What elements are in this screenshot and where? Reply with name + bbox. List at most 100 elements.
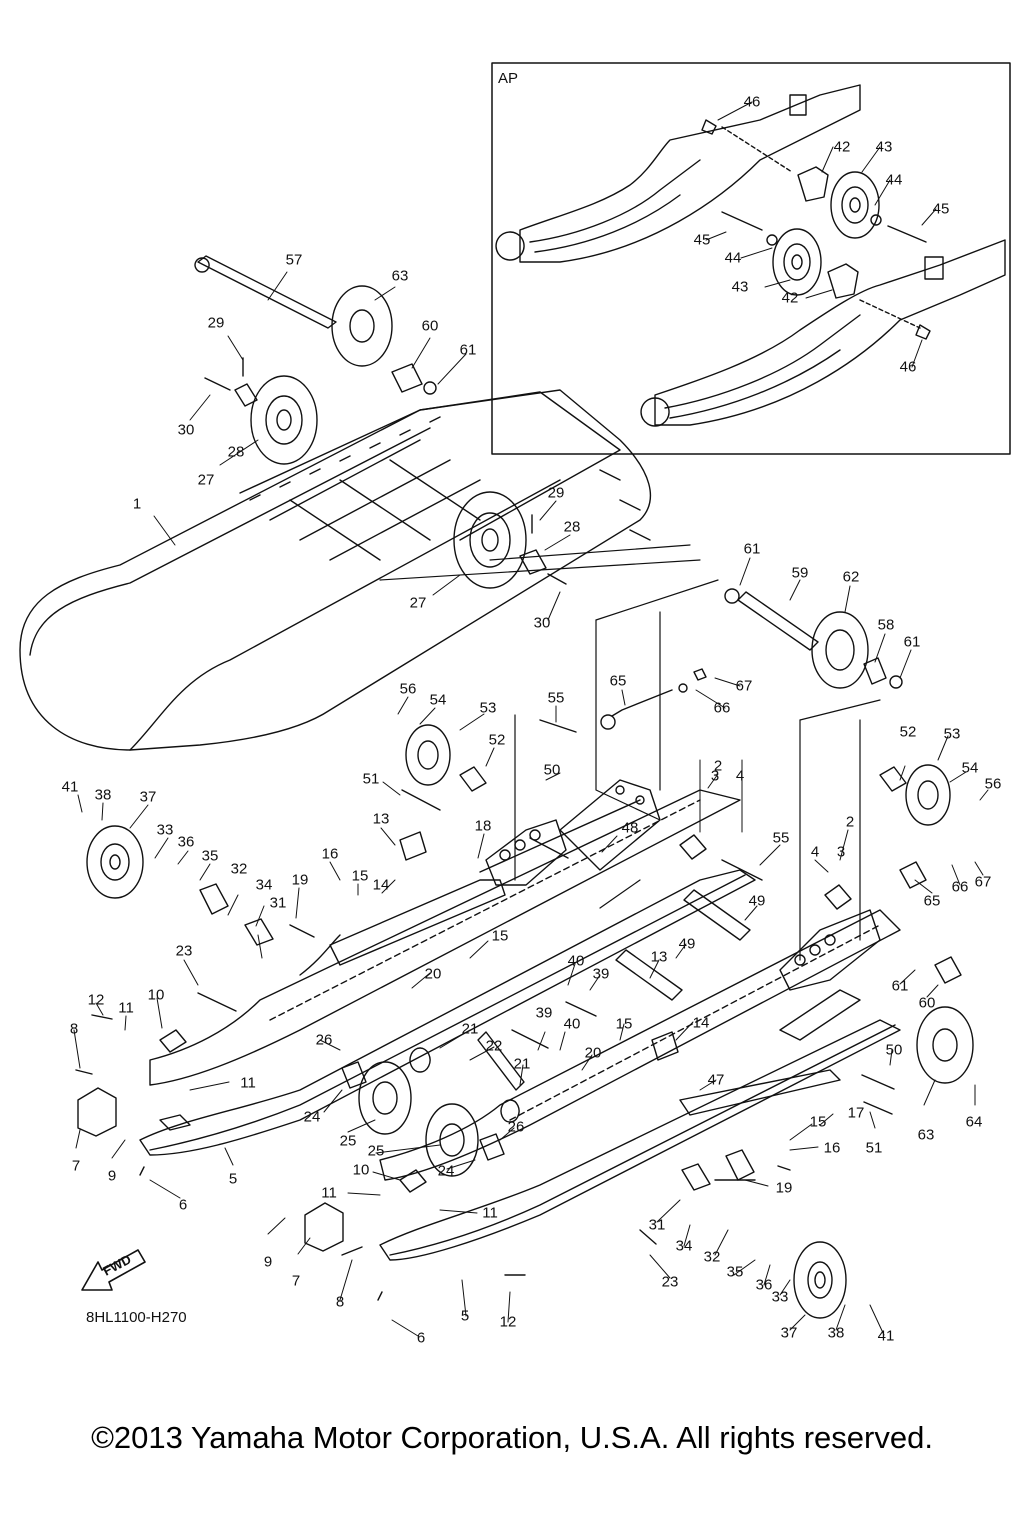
track-belt	[19, 389, 652, 751]
callout-15: 15	[809, 1113, 827, 1131]
callout-4: 4	[810, 843, 820, 861]
callout-55: 55	[547, 689, 565, 707]
upper-left-frame	[329, 779, 661, 966]
callout-23: 23	[175, 942, 193, 960]
callout-66: 66	[951, 878, 969, 896]
callout-62: 62	[842, 568, 860, 586]
inset-upper-rail	[495, 84, 861, 263]
callout-25: 25	[339, 1132, 357, 1150]
callout-57: 57	[285, 251, 303, 269]
callout-27: 27	[197, 471, 215, 489]
leader-lines	[73, 101, 989, 1337]
callout-21: 21	[461, 1020, 479, 1038]
callout-3: 3	[836, 843, 846, 861]
callout-33: 33	[771, 1288, 789, 1306]
callout-18: 18	[474, 817, 492, 835]
inset-wheels	[701, 119, 931, 340]
callout-61: 61	[891, 977, 909, 995]
callout-53: 53	[479, 699, 497, 717]
callout-7: 7	[71, 1157, 81, 1175]
callout-35: 35	[726, 1263, 744, 1281]
callout-41: 41	[877, 1327, 895, 1345]
callout-12: 12	[87, 991, 105, 1009]
callout-15: 15	[351, 867, 369, 885]
callout-36: 36	[177, 833, 195, 851]
callout-60: 60	[421, 317, 439, 335]
callout-4: 4	[735, 767, 745, 785]
callout-21: 21	[513, 1055, 531, 1073]
callout-9: 9	[107, 1167, 117, 1185]
diagram-code: 8HL1100-H270	[86, 1309, 187, 1326]
callout-9: 9	[263, 1253, 273, 1271]
callout-14: 14	[372, 876, 390, 894]
callout-13: 13	[372, 810, 390, 828]
callout-37: 37	[780, 1324, 798, 1342]
callout-36: 36	[755, 1276, 773, 1294]
callout-61: 61	[743, 540, 761, 558]
callout-33: 33	[156, 821, 174, 839]
callout-63: 63	[391, 267, 409, 285]
callout-2: 2	[845, 813, 855, 831]
callout-65: 65	[609, 672, 627, 690]
callout-20: 20	[424, 965, 442, 983]
callout-46: 46	[899, 358, 917, 376]
callout-56: 56	[984, 775, 1002, 793]
callout-39: 39	[592, 965, 610, 983]
callout-32: 32	[230, 860, 248, 878]
callout-61: 61	[903, 633, 921, 651]
callout-63: 63	[917, 1126, 935, 1144]
callout-16: 16	[823, 1139, 841, 1157]
callout-6: 6	[178, 1196, 188, 1214]
cross-shafts	[409, 889, 751, 1123]
callout-16: 16	[321, 845, 339, 863]
callout-24: 24	[303, 1108, 321, 1126]
inset-frame	[491, 62, 1011, 455]
upper-axle-assembly	[194, 255, 567, 589]
callout-30: 30	[177, 421, 195, 439]
callout-37: 37	[139, 788, 157, 806]
callout-40: 40	[567, 952, 585, 970]
callout-42: 42	[781, 289, 799, 307]
callout-51: 51	[865, 1139, 883, 1157]
callout-50: 50	[543, 761, 561, 779]
callout-15: 15	[615, 1015, 633, 1033]
leader-frames	[379, 544, 881, 961]
callout-34: 34	[255, 876, 273, 894]
callout-29: 29	[207, 314, 225, 332]
callout-7: 7	[291, 1272, 301, 1290]
callout-28: 28	[227, 443, 245, 461]
callout-45: 45	[932, 200, 950, 218]
callout-5: 5	[460, 1307, 470, 1325]
callout-19: 19	[775, 1179, 793, 1197]
callout-15: 15	[491, 927, 509, 945]
callout-67: 67	[974, 873, 992, 891]
callout-45: 45	[693, 231, 711, 249]
fwd-label: FWD	[100, 1252, 133, 1279]
callout-38: 38	[827, 1324, 845, 1342]
callout-60: 60	[918, 994, 936, 1012]
callout-11: 11	[321, 1184, 337, 1202]
callout-39: 39	[535, 1004, 553, 1022]
skid-bumpers	[77, 766, 962, 1252]
callout-10: 10	[147, 986, 165, 1004]
callout-50: 50	[885, 1041, 903, 1059]
callout-2: 2	[713, 757, 723, 775]
callout-13: 13	[650, 948, 668, 966]
fwd-arrow-icon: FWD	[81, 1249, 146, 1291]
callout-19: 19	[291, 871, 309, 889]
callout-17: 17	[847, 1104, 865, 1122]
callout-66: 66	[713, 699, 731, 717]
callout-34: 34	[675, 1237, 693, 1255]
callout-11: 11	[482, 1204, 498, 1222]
callout-5: 5	[228, 1170, 238, 1188]
callout-28: 28	[563, 518, 581, 536]
callout-11: 11	[240, 1074, 256, 1092]
callout-29: 29	[547, 484, 565, 502]
callout-52: 52	[899, 723, 917, 741]
callout-59: 59	[791, 564, 809, 582]
fasteners	[75, 719, 895, 1301]
callout-52: 52	[488, 731, 506, 749]
callout-8: 8	[335, 1293, 345, 1311]
